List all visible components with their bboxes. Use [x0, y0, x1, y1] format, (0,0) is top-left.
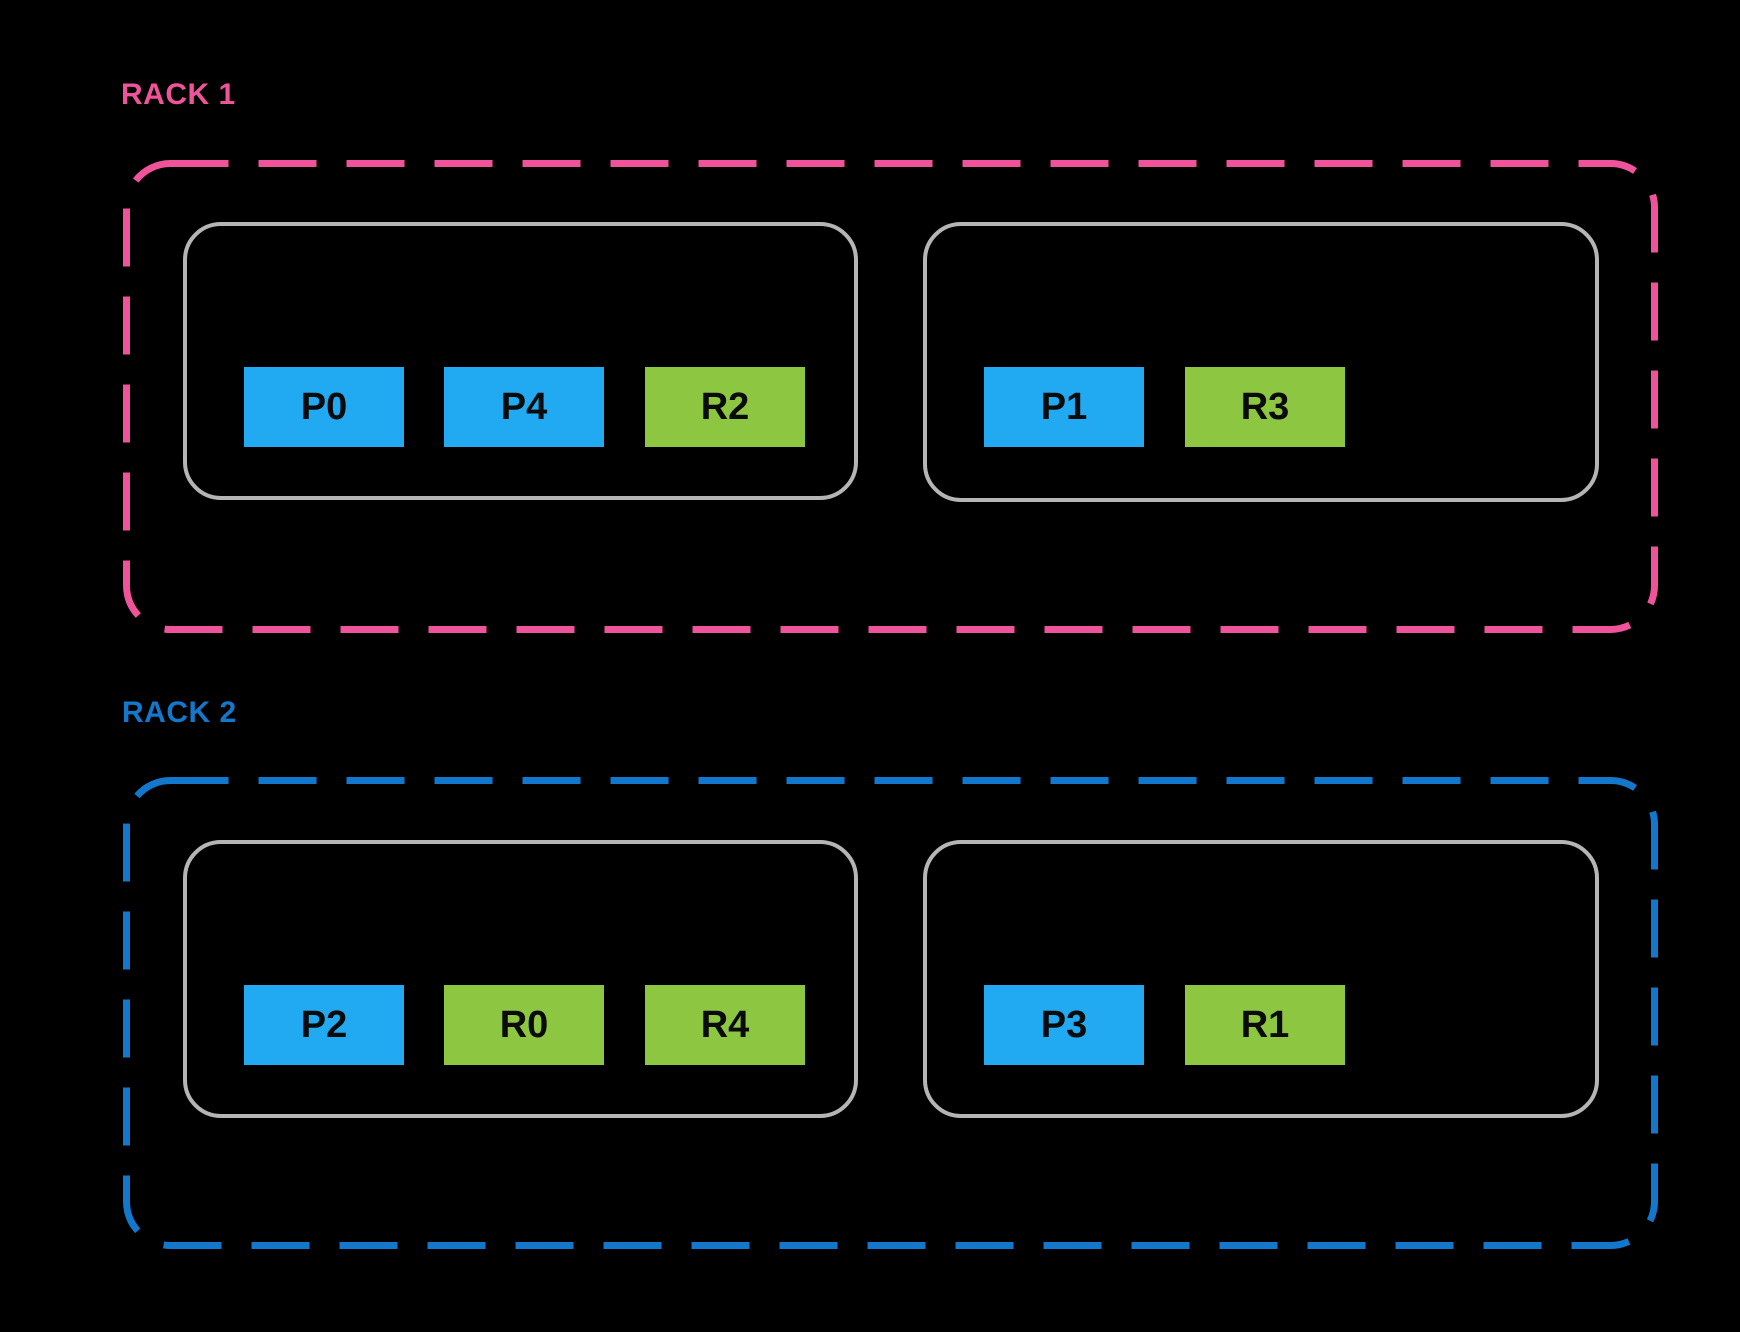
node-p3: P3 [984, 985, 1144, 1065]
node-r2: R2 [645, 367, 805, 447]
node-p4: P4 [444, 367, 604, 447]
rack2-host2-box: P3 R1 [923, 840, 1599, 1118]
node-r1: R1 [1185, 985, 1345, 1065]
rack1-dashed-outline [123, 160, 1658, 633]
node-p0: P0 [244, 367, 404, 447]
rack1-host1-box: P0 P4 R2 [183, 222, 858, 500]
node-p1: P1 [984, 367, 1144, 447]
node-r4: R4 [645, 985, 805, 1065]
node-r0: R0 [444, 985, 604, 1065]
rack2-dashed-border [123, 777, 1658, 1249]
node-p2: P2 [244, 985, 404, 1065]
node-r3: R3 [1185, 367, 1345, 447]
rack1-label: RACK 1 [121, 78, 236, 111]
rack2-label: RACK 2 [122, 696, 237, 729]
rack1-host2-box: P1 R3 [923, 222, 1599, 502]
rack1-dashed-border [123, 160, 1658, 633]
rack2-dashed-outline [123, 777, 1658, 1249]
rack2-host1-box: P2 R0 R4 [183, 840, 858, 1118]
